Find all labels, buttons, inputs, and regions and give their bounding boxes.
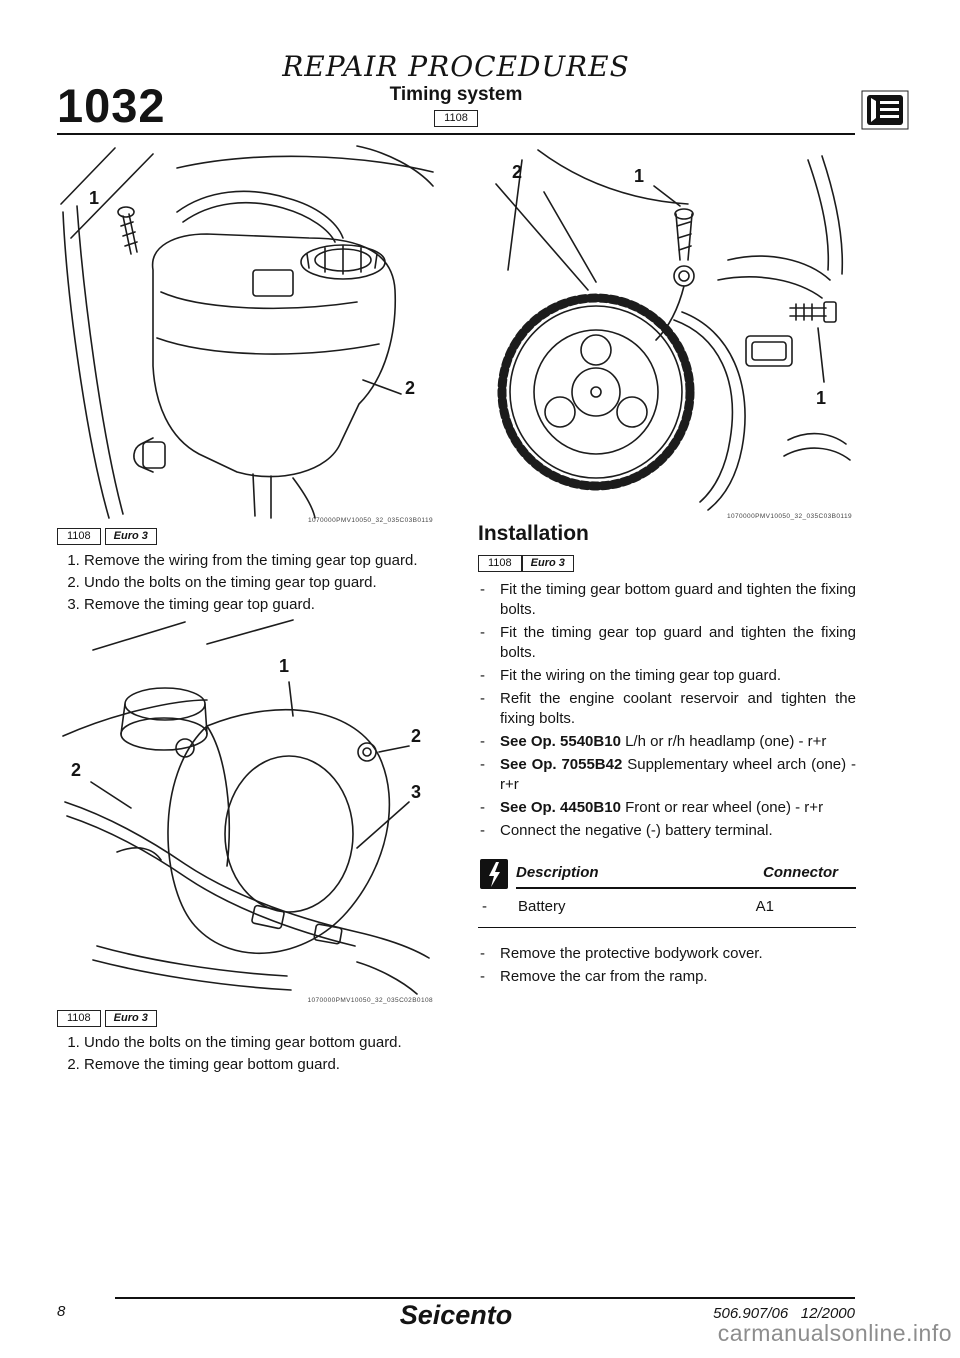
table-header-row: Description Connector bbox=[516, 863, 856, 889]
step-item: Remove the wiring from the timing gear t… bbox=[84, 551, 437, 571]
watermark-text: carmanualsonline.info bbox=[717, 1320, 952, 1346]
callout-2: 2 bbox=[512, 162, 523, 182]
op-code-badge: 1108 bbox=[434, 110, 478, 127]
table-cell-connector: A1 bbox=[755, 898, 774, 915]
figure-caption: 1070000PMV10050_32_035C02B0108 bbox=[307, 997, 433, 1004]
table-row: Battery A1 bbox=[478, 889, 856, 928]
install-step: See Op. 5540B10 L/h or r/h headlamp (one… bbox=[478, 732, 856, 752]
euro3-badge: Euro 3 bbox=[521, 555, 574, 572]
op-code-badge: 1108 bbox=[478, 555, 522, 572]
subsection-title: Timing system bbox=[389, 84, 523, 105]
page-code: 1032 bbox=[57, 79, 166, 132]
install-step: Fit the timing gear top guard and tighte… bbox=[478, 623, 856, 663]
callout-1: 1 bbox=[89, 188, 100, 208]
install-step: See Op. 7055B42 Supplementary wheel arch… bbox=[478, 755, 856, 795]
op-code-badge: 1108 bbox=[57, 528, 101, 545]
figure-coolant-reservoir: 1 2 1070000PMV10050_32_035C03B0119 bbox=[57, 142, 437, 524]
install-step: Fit the timing gear bottom guard and tig… bbox=[478, 580, 856, 620]
post-step: Remove the car from the ramp. bbox=[478, 967, 856, 987]
section-title: REPAIR PROCEDURES bbox=[282, 50, 630, 83]
callout-2-left: 2 bbox=[71, 760, 82, 780]
step-item: Remove the timing gear bottom guard. bbox=[84, 1055, 437, 1075]
step-item: Remove the timing gear top guard. bbox=[84, 595, 437, 615]
figure-caption: 1070000PMV10050_32_035C03B0119 bbox=[307, 517, 433, 524]
install-step: See Op. 4450B10 Front or rear wheel (one… bbox=[478, 798, 856, 818]
callout-3: 3 bbox=[411, 782, 422, 802]
footer-brand: Seicento bbox=[399, 1300, 513, 1330]
euro3-badge: Euro 3 bbox=[104, 528, 157, 545]
doc-reference: 506.907/06 bbox=[713, 1305, 789, 1322]
figure-caption: 1070000PMV10050_32_035C03B0119 bbox=[726, 513, 852, 520]
install-step: Fit the wiring on the timing gear top gu… bbox=[478, 666, 856, 686]
footer-reference: 506.907/06 12/2000 bbox=[713, 1305, 855, 1322]
header-rule bbox=[57, 133, 855, 135]
removal-bottom-steps: Undo the bolts on the timing gear bottom… bbox=[60, 1033, 437, 1077]
doc-date: 12/2000 bbox=[800, 1305, 855, 1322]
euro3-badge: Euro 3 bbox=[104, 1010, 157, 1027]
manual-book-icon bbox=[861, 90, 909, 130]
table-header-description: Description bbox=[516, 864, 599, 881]
footer-rule bbox=[115, 1297, 855, 1299]
callout-2: 2 bbox=[405, 378, 416, 398]
install-step: Connect the negative (-) battery termina… bbox=[478, 821, 856, 841]
callout-1: 1 bbox=[279, 656, 290, 676]
step-item: Undo the bolts on the timing gear bottom… bbox=[84, 1033, 437, 1053]
lightning-bolt-icon bbox=[480, 859, 510, 891]
callout-1-top: 1 bbox=[634, 166, 645, 186]
figure-timing-gear-bottom: 2 1 1 1070000PMV10050_32_035C03B0119 bbox=[478, 140, 856, 520]
removal-top-steps: Remove the wiring from the timing gear t… bbox=[60, 551, 437, 617]
callout-2: 2 bbox=[411, 726, 422, 746]
install-step: Refit the engine coolant reservoir and t… bbox=[478, 689, 856, 729]
step-item: Undo the bolts on the timing gear top gu… bbox=[84, 573, 437, 593]
connector-table: Description Connector Battery A1 bbox=[478, 859, 856, 928]
op-code-badge: 1108 bbox=[57, 1010, 101, 1027]
footer-page-number: 8 bbox=[57, 1303, 66, 1320]
post-step: Remove the protective bodywork cover. bbox=[478, 944, 856, 964]
installation-heading: Installation bbox=[478, 522, 589, 545]
table-cell-description: Battery bbox=[478, 897, 566, 917]
header-op-badge-wrap: 1108 bbox=[57, 108, 855, 127]
table-header-connector: Connector bbox=[763, 864, 838, 881]
figure-timing-gear-top-guard: 1 2 3 2 1070000PMV10050_32_035C02B0108 bbox=[57, 616, 437, 1004]
post-table-steps: Remove the protective bodywork cover. Re… bbox=[478, 944, 856, 987]
callout-1-right: 1 bbox=[816, 388, 827, 408]
